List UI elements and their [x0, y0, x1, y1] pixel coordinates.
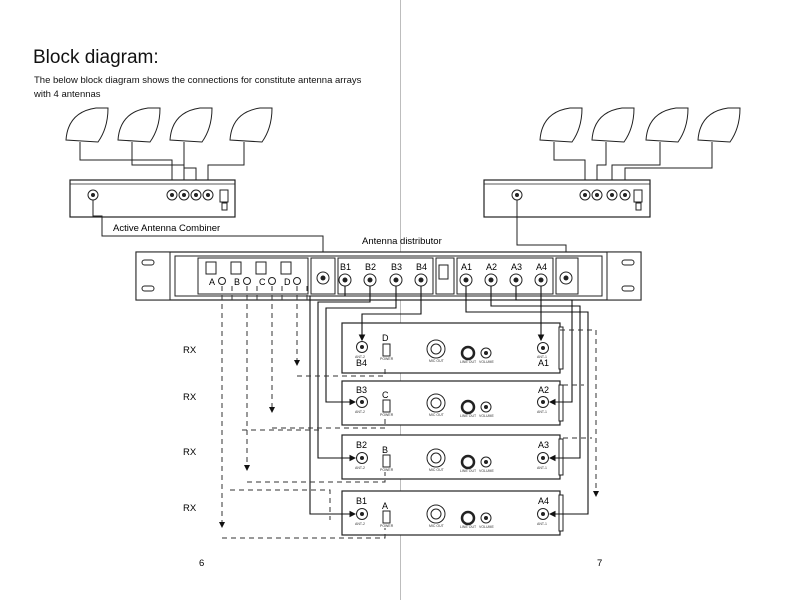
rx2-letter: C — [382, 390, 389, 400]
port-label-b3: B3 — [391, 262, 402, 272]
rx1-mic-out: MIC OUT — [429, 359, 445, 363]
rx1-line-out: LINE OUT — [460, 360, 477, 364]
port-label-c: C — [259, 277, 266, 287]
rx-label-1: RX — [183, 345, 197, 356]
rx2-right-port: A2 — [538, 385, 549, 395]
right-antennas — [539, 107, 741, 150]
port-label-b2: B2 — [365, 262, 376, 272]
receivers — [341, 322, 564, 536]
antenna-icon — [591, 107, 635, 150]
antenna-icon — [697, 107, 741, 150]
rx3-ant2: ANT-2 — [355, 466, 365, 470]
rx4-right-port: A4 — [538, 496, 549, 506]
port-label-d: D — [284, 277, 291, 287]
rx2-volume: VOLUME — [479, 414, 494, 418]
rx4-volume: VOLUME — [479, 525, 494, 529]
port-label-b: B — [234, 277, 240, 287]
rx4-power: POWER — [380, 524, 394, 528]
page-number-left: 6 — [199, 558, 204, 569]
rx2-power: POWER — [380, 413, 394, 417]
rx4-left-port: B1 — [356, 496, 367, 506]
left-antennas — [65, 107, 273, 150]
antenna-icon — [65, 107, 109, 150]
rx2-mic-out: MIC OUT — [429, 413, 445, 417]
page-number-right: 7 — [597, 558, 602, 569]
rx3-volume: VOLUME — [479, 469, 494, 473]
port-label-a1: A1 — [461, 262, 472, 272]
rx4-line-out: LINE OUT — [460, 525, 477, 529]
rx3-power: POWER — [380, 468, 394, 472]
b-output-cables — [309, 286, 422, 518]
receiver-unit — [341, 490, 564, 536]
dashed-cables — [219, 286, 599, 539]
rx3-letter: B — [382, 445, 388, 455]
rx4-mic-out: MIC OUT — [429, 524, 445, 528]
rx-label-4: RX — [183, 503, 197, 514]
rx1-left-port: B4 — [356, 358, 367, 368]
rx4-letter: A — [382, 501, 388, 511]
port-label-b4: B4 — [416, 262, 427, 272]
rx2-ant1: ANT-1 — [537, 410, 547, 414]
rx2-line-out: LINE OUT — [460, 414, 477, 418]
rx1-ant2: ANT-2 — [355, 355, 365, 359]
port-label-a4: A4 — [536, 262, 547, 272]
antenna-icon — [117, 107, 161, 150]
receiver-unit — [341, 434, 564, 480]
port-label-a2: A2 — [486, 262, 497, 272]
rx-label-3: RX — [183, 447, 197, 458]
antenna-icon — [169, 107, 213, 150]
a-output-cables — [465, 286, 589, 518]
antenna-icon — [229, 107, 273, 150]
antenna-distributor — [135, 251, 642, 301]
antenna-icon — [645, 107, 689, 150]
rx-label-2: RX — [183, 392, 197, 403]
rx3-left-port: B2 — [356, 440, 367, 450]
rx3-right-port: A3 — [538, 440, 549, 450]
port-label-a: A — [209, 277, 215, 287]
intro-text: The below block diagram shows the connec… — [34, 75, 362, 100]
antenna-icon — [539, 107, 583, 150]
port-label-b1: B1 — [340, 262, 351, 272]
page-title: Block diagram: — [33, 47, 159, 68]
rx1-right-port: A1 — [538, 358, 549, 368]
rx3-ant1: ANT-1 — [537, 466, 547, 470]
combiner-label: Active Antenna Combiner — [113, 223, 220, 234]
rx1-volume: VOLUME — [479, 360, 494, 364]
receiver-unit — [341, 322, 564, 374]
rx2-ant2: ANT-2 — [355, 410, 365, 414]
receiver-unit — [341, 380, 564, 426]
distributor-label: Antenna distributor — [362, 236, 442, 247]
rx1-ant1: ANT-1 — [537, 355, 547, 359]
right-combiner — [483, 179, 651, 218]
port-label-a3: A3 — [511, 262, 522, 272]
rx2-left-port: B3 — [356, 385, 367, 395]
left-combiner — [69, 179, 236, 218]
rx3-line-out: LINE OUT — [460, 469, 477, 473]
rx3-mic-out: MIC OUT — [429, 468, 445, 472]
rx4-ant2: ANT-2 — [355, 522, 365, 526]
rx4-ant1: ANT-1 — [537, 522, 547, 526]
rx1-letter: D — [382, 333, 389, 343]
rx1-power: POWER — [380, 357, 394, 361]
